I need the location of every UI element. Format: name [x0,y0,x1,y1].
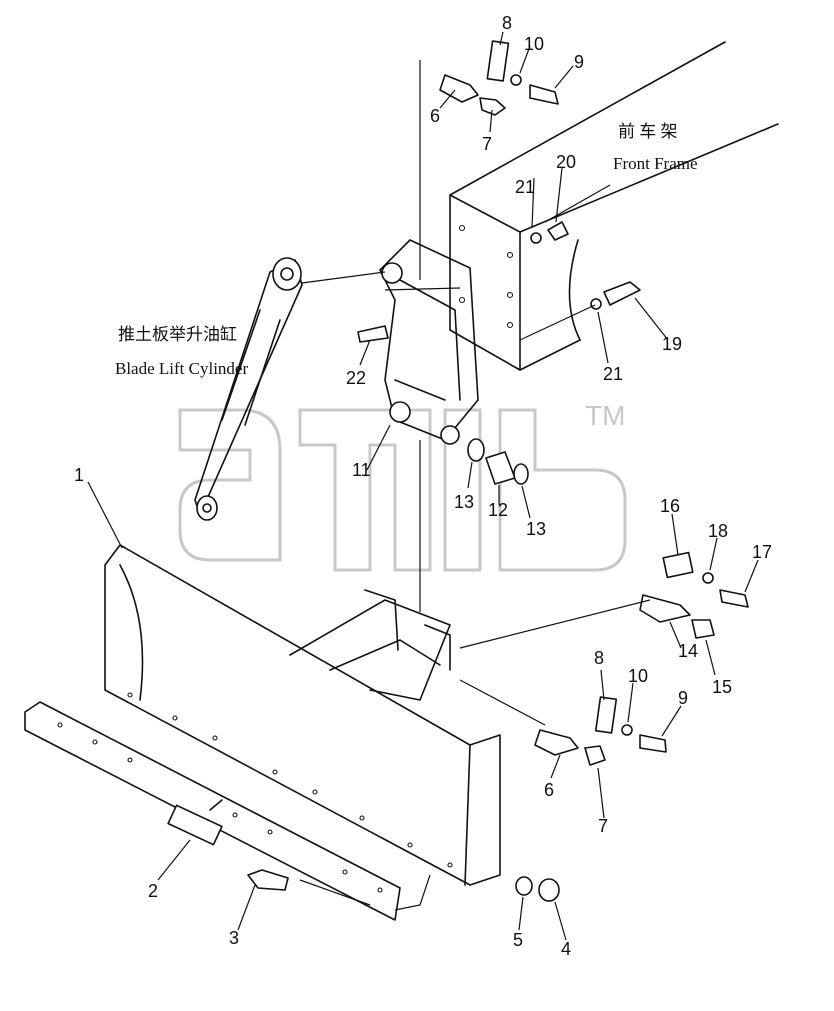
leader-lines [87,31,759,941]
mounting-bracket [379,239,479,445]
callout-4: 4 [561,939,571,959]
callout-13-left: 13 [454,492,474,512]
callout-7-top: 7 [482,134,492,154]
blade-lift-cylinder [194,257,303,521]
callout-6-top: 6 [430,106,440,126]
label-front-frame-cn: 前 车 架 [618,122,678,141]
label-cylinder-en: Blade Lift Cylinder [115,359,248,378]
callout-16: 16 [660,496,680,516]
blade [104,544,501,886]
callout-22: 22 [346,368,366,388]
callout-19: 19 [662,334,682,354]
callout-21-bottom: 21 [603,364,623,384]
callout-17: 17 [752,542,772,562]
lower-hardware [247,551,749,902]
label-front-frame-en: Front Frame [613,154,698,173]
callout-21-top: 21 [515,177,535,197]
callout-2: 2 [148,881,158,901]
callout-7-bottom: 7 [598,816,608,836]
callout-13-right: 13 [526,519,546,539]
callout-12: 12 [488,500,508,520]
callout-14: 14 [678,641,698,661]
callout-3: 3 [229,928,239,948]
callout-18: 18 [708,521,728,541]
callout-5: 5 [513,930,523,950]
callout-10-top: 10 [524,34,544,54]
callout-20: 20 [556,152,576,172]
label-cylinder-cn: 推土板举升油缸 [118,324,237,344]
callout-9-bottom: 9 [678,688,688,708]
callout-8-top: 8 [502,13,512,33]
watermark-trademark: TM [585,400,625,431]
callout-11: 11 [352,460,371,480]
callout-9-top: 9 [574,52,584,72]
front-frame [449,41,779,371]
callout-8-bottom: 8 [594,648,604,668]
callout-15: 15 [712,677,732,697]
watermark-logo: TM [178,400,627,572]
callout-1: 1 [74,465,84,485]
callout-10-bottom: 10 [628,666,648,686]
upper-hardware [357,40,641,485]
cutting-edge [24,701,401,921]
callout-6-bottom: 6 [544,780,554,800]
